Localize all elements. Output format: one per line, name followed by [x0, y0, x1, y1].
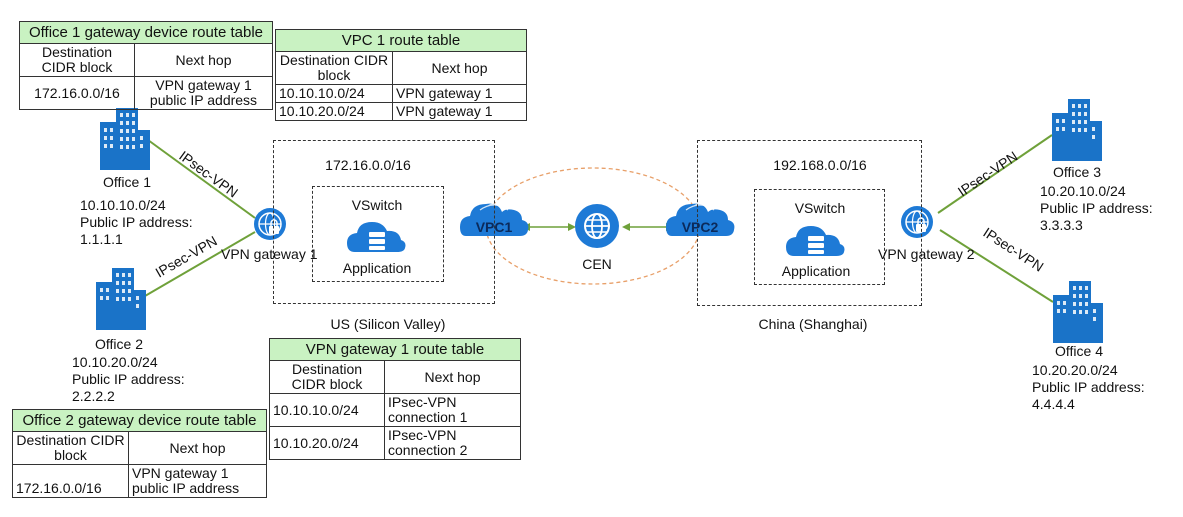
table-row: 172.16.0.0/16 VPN gateway 1 public IP ad…: [19, 76, 273, 110]
vpngw1-row1-hop: IPsec-VPN connection 1: [384, 393, 521, 427]
vpc2-application-label: Application: [781, 263, 851, 279]
vpc2-cidr: 192.168.0.0/16: [773, 157, 867, 173]
vpc1-vswitch-label: VSwitch: [351, 197, 403, 213]
vpc1-row1-hop: VPN gateway 1: [392, 84, 527, 103]
table-row: 10.10.10.0/24 IPsec-VPN connection 1: [269, 393, 521, 427]
office-2-building-icon: [96, 268, 146, 330]
table-row: 10.10.10.0/24 VPN gateway 1: [275, 84, 527, 103]
ipsec-link-office1: [147, 139, 256, 219]
ipsec-label-office4: IPsec-VPN: [980, 224, 1046, 275]
office-3-cidr: 10.20.10.0/24: [1040, 183, 1126, 199]
office-4-ip: 4.4.4.4: [1032, 396, 1075, 412]
vpngw1-row2-hop: IPsec-VPN connection 2: [384, 426, 521, 460]
vpc2-label: VPC2: [681, 219, 719, 235]
vpc2-cloud-icon: [666, 203, 735, 236]
vpc1-vswitch-box: [312, 186, 444, 282]
vpc1-table-title: VPC 1 route table: [275, 29, 527, 52]
table-row: 10.10.20.0/24 IPsec-VPN connection 2: [269, 426, 521, 460]
vpc1-cen-arrow: [522, 223, 576, 231]
office-4-name: Office 4: [1055, 343, 1103, 359]
vpc1-region-box: [273, 140, 495, 304]
vpc2-region-box: [697, 140, 922, 306]
ipsec-link-office3: [937, 134, 1053, 214]
vpngw1-header-hop: Next hop: [384, 360, 521, 394]
office-2-cidr: 10.10.20.0/24: [72, 354, 158, 370]
vpc1-label: VPC1: [475, 219, 513, 235]
cen-globe-icon: [575, 204, 619, 248]
application-icon-us: [347, 222, 406, 252]
table-row: 10.10.20.0/24 VPN gateway 1: [275, 102, 527, 121]
vpc2-vswitch-label: VSwitch: [794, 200, 846, 216]
vpn-gateway-2-icon: [901, 206, 933, 238]
office-2-ip: 2.2.2.2: [72, 388, 115, 404]
office-1-ip: 1.1.1.1: [80, 231, 123, 247]
office1-route-table: Office 1 gateway device route table Dest…: [19, 21, 273, 110]
office2-header-dest: Destination CIDR block: [12, 431, 129, 465]
office2-row1-dest: 172.16.0.0/16: [12, 464, 129, 498]
us-region-name: US (Silicon Valley): [330, 316, 446, 332]
office2-header-hop: Next hop: [128, 431, 267, 465]
vpn-gateway-1-icon: [254, 208, 286, 240]
office1-table-title: Office 1 gateway device route table: [19, 21, 273, 44]
office2-row1-hop: VPN gateway 1 public IP address: [128, 464, 267, 498]
vpc1-header-dest: Destination CIDR block: [275, 51, 393, 85]
office-3-name: Office 3: [1053, 164, 1101, 180]
office-4-ip-label: Public IP address:: [1032, 379, 1145, 395]
vpc1-cidr: 172.16.0.0/16: [325, 157, 411, 173]
office2-route-table: Office 2 gateway device route table Dest…: [12, 409, 267, 498]
office2-table-title: Office 2 gateway device route table: [12, 409, 267, 432]
vpc1-application-label: Application: [342, 260, 412, 276]
vpc1-header-hop: Next hop: [392, 51, 527, 85]
vpngw1-table-title: VPN gateway 1 route table: [269, 338, 521, 361]
vpn-gateway1-route-table: VPN gateway 1 route table Destination CI…: [269, 338, 521, 460]
vpc1-row2-dest: 10.10.20.0/24: [275, 102, 393, 121]
vpn-gateway-1-label: VPN gateway 1: [221, 246, 318, 262]
table-row: 172.16.0.0/16 VPN gateway 1 public IP ad…: [12, 464, 267, 498]
vpc1-row1-dest: 10.10.10.0/24: [275, 84, 393, 103]
office1-row1-hop: VPN gateway 1 public IP address: [134, 76, 273, 110]
ipsec-link-office2: [144, 231, 256, 297]
office1-header-hop: Next hop: [134, 43, 273, 77]
office-1-name: Office 1: [103, 174, 151, 190]
office-4-building-icon: [1053, 281, 1103, 343]
office-3-ip: 3.3.3.3: [1040, 217, 1083, 233]
office-2-ip-label: Public IP address:: [72, 371, 185, 387]
vpc2-vswitch-box: [754, 189, 885, 285]
ipsec-label-office3: IPsec-VPN: [955, 148, 1021, 200]
application-icon-cn: [786, 226, 845, 256]
office-3-building-icon: [1052, 99, 1102, 161]
ipsec-label-office1: IPsec-VPN: [176, 147, 241, 200]
ipsec-link-office4: [939, 229, 1054, 303]
office-4-cidr: 10.20.20.0/24: [1032, 362, 1118, 378]
office-1-ip-label: Public IP address:: [80, 214, 193, 230]
cen-label: CEN: [582, 256, 612, 272]
vpngw1-row2-dest: 10.10.20.0/24: [269, 426, 385, 460]
vpngw1-header-dest: Destination CIDR block: [269, 360, 385, 394]
office1-row1-dest: 172.16.0.0/16: [19, 76, 135, 110]
vpc1-route-table: VPC 1 route table Destination CIDR block…: [275, 29, 527, 121]
vpngw1-row1-dest: 10.10.10.0/24: [269, 393, 385, 427]
office-3-ip-label: Public IP address:: [1040, 200, 1153, 216]
office-1-building-icon: [100, 108, 150, 170]
office-1-cidr: 10.10.10.0/24: [80, 197, 166, 213]
office-2-name: Office 2: [95, 336, 143, 352]
vpn-gateway-2-label: VPN gateway 2: [878, 246, 975, 262]
ipsec-label-office2: IPsec-VPN: [153, 233, 220, 281]
china-region-name: China (Shanghai): [758, 316, 868, 332]
vpc1-row2-hop: VPN gateway 1: [392, 102, 527, 121]
office1-header-dest: Destination CIDR block: [19, 43, 135, 77]
